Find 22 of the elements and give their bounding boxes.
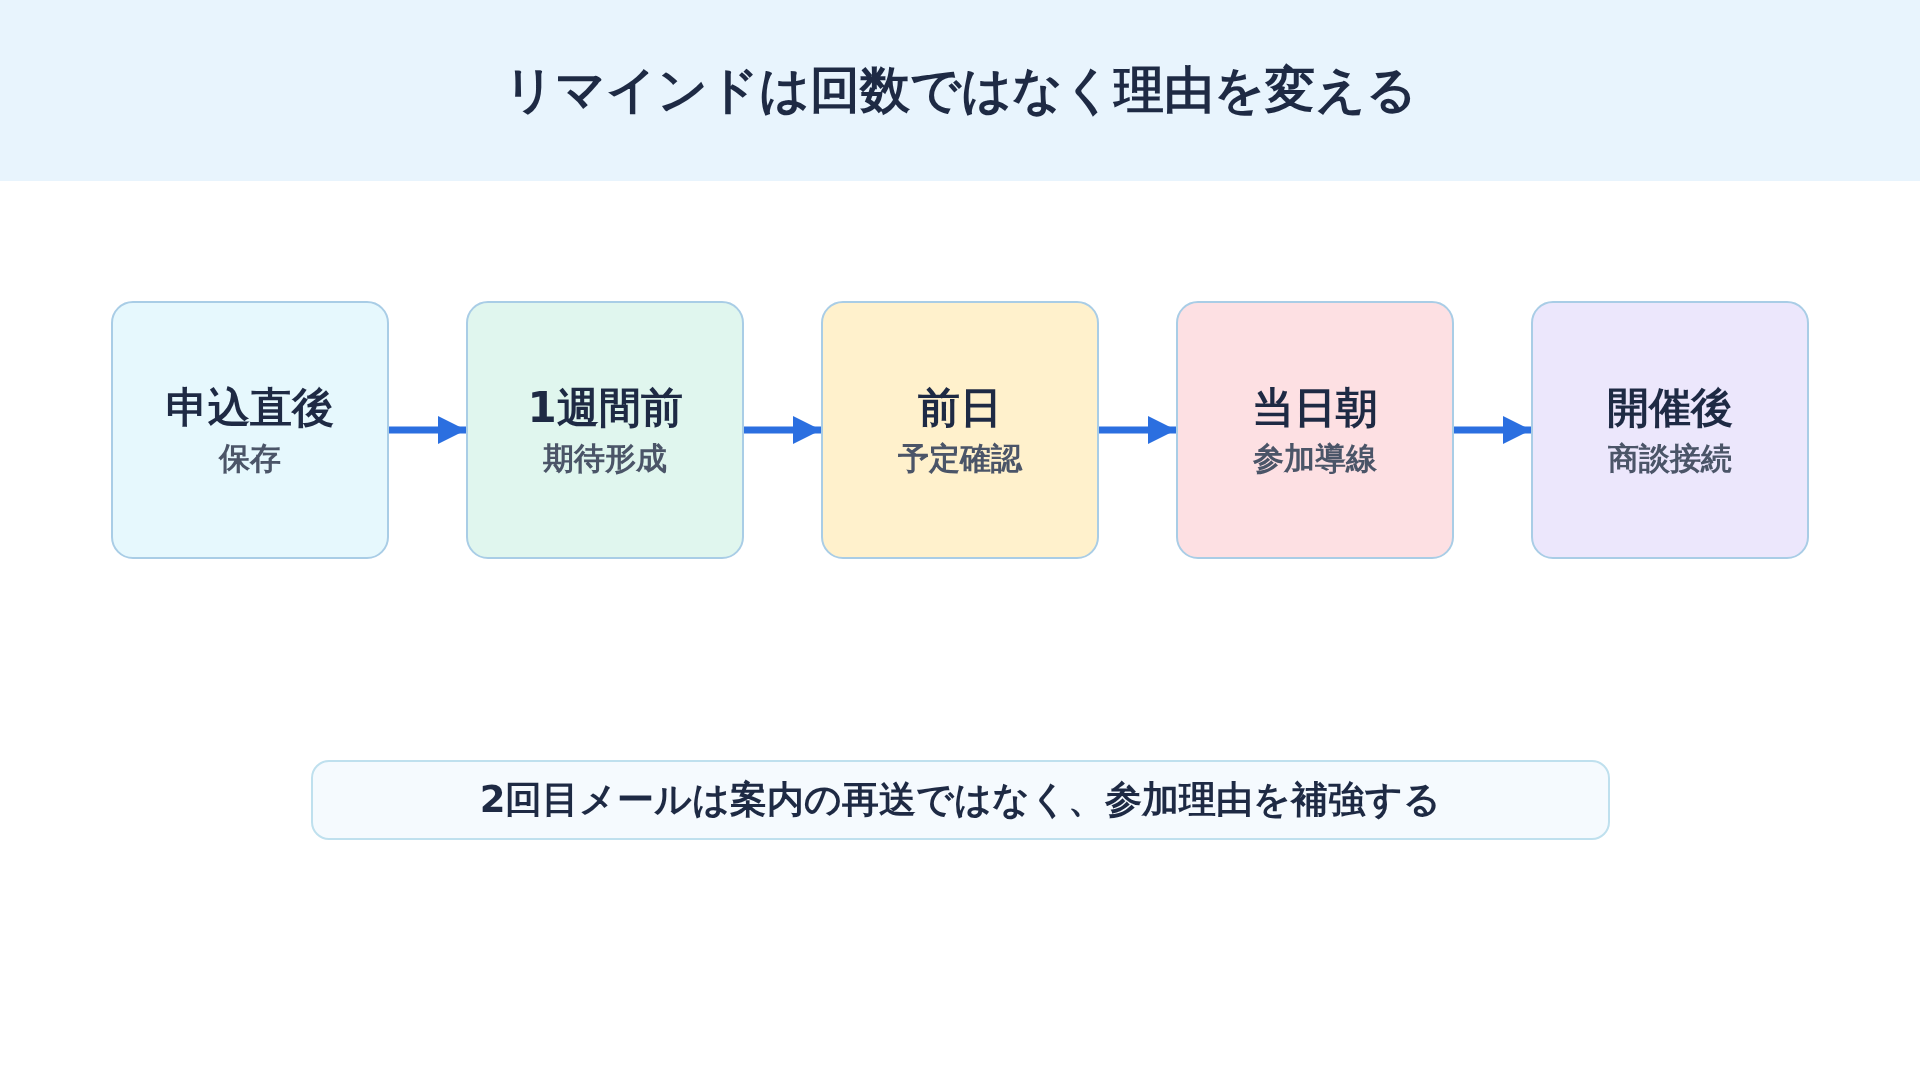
step-title: 前日: [918, 382, 1002, 435]
step-subtitle: 保存: [219, 438, 281, 478]
step-subtitle: 参加導線: [1253, 438, 1377, 478]
step-subtitle: 期待形成: [543, 438, 667, 478]
step-box: [1176, 301, 1454, 559]
step-title: 当日朝: [1252, 382, 1378, 435]
note-banner: [311, 760, 1610, 840]
arrow: [744, 416, 821, 444]
note-text: 2回目メールは案内の再送ではなく、参加理由を補強する: [479, 777, 1442, 824]
step-title: 1週間前: [527, 382, 683, 435]
arrow: [1099, 416, 1176, 444]
arrow: [1454, 416, 1531, 444]
step-subtitle: 商談接続: [1608, 438, 1732, 478]
step-box: [466, 301, 744, 559]
step-box: [1531, 301, 1809, 559]
step-box: [111, 301, 389, 559]
step-title: 開催後: [1607, 382, 1733, 435]
title: リマインドは回数ではなく理由を変える: [503, 60, 1417, 121]
arrow: [389, 416, 466, 444]
step-title: 申込直後: [166, 382, 334, 435]
step-box: [821, 301, 1099, 559]
step-subtitle: 予定確認: [898, 438, 1022, 478]
